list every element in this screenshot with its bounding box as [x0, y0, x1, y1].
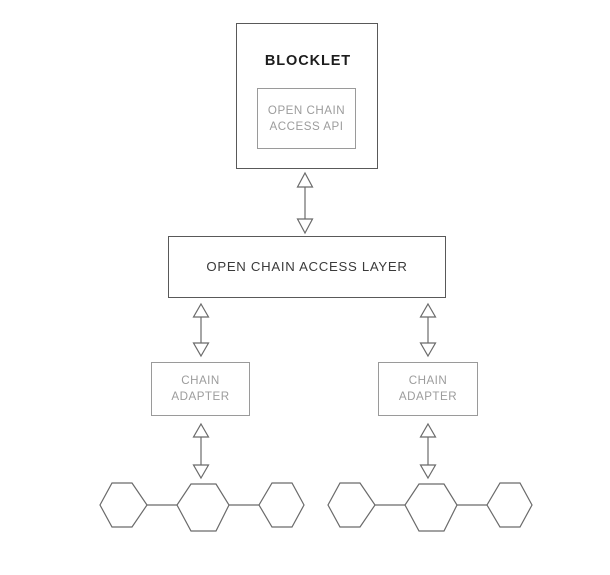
- connector-layer-to-adapter-left: [190, 302, 212, 358]
- double-headed-arrow-icon: [419, 302, 437, 358]
- chain-adapter-right-label: CHAIN ADAPTER: [398, 374, 458, 403]
- open-chain-access-api-label: OPEN CHAIN ACCESS API: [267, 103, 346, 133]
- chain-adapter-left-box: CHAIN ADAPTER: [151, 362, 250, 416]
- double-headed-arrow-icon: [296, 171, 314, 235]
- blockchain-right: [324, 478, 533, 540]
- hexagon-node: [99, 482, 148, 528]
- hexagon-node: [404, 483, 458, 532]
- chain-adapter-right-box: CHAIN ADAPTER: [378, 362, 478, 416]
- double-headed-arrow-icon: [419, 422, 437, 480]
- hexagon-node: [258, 482, 305, 528]
- hexagon-node: [486, 482, 533, 528]
- chain-adapter-left-label: CHAIN ADAPTER: [171, 374, 230, 403]
- connector-blocklet-to-layer: [294, 171, 316, 235]
- connector-adapter-right-to-chain: [417, 422, 439, 480]
- blockchain-left: [96, 478, 305, 540]
- blocklet-title: BLOCKLET: [264, 53, 352, 69]
- hexagon-node: [327, 482, 376, 528]
- open-chain-access-layer-label: OPEN CHAIN ACCESS LAYER: [206, 258, 408, 274]
- open-chain-access-api-box: OPEN CHAIN ACCESS API: [257, 88, 356, 149]
- double-headed-arrow-icon: [192, 422, 210, 480]
- hexagon-node: [176, 483, 230, 532]
- connector-adapter-left-to-chain: [190, 422, 212, 480]
- connector-layer-to-adapter-right: [417, 302, 439, 358]
- double-headed-arrow-icon: [192, 302, 210, 358]
- open-chain-access-layer-box: OPEN CHAIN ACCESS LAYER: [168, 236, 446, 298]
